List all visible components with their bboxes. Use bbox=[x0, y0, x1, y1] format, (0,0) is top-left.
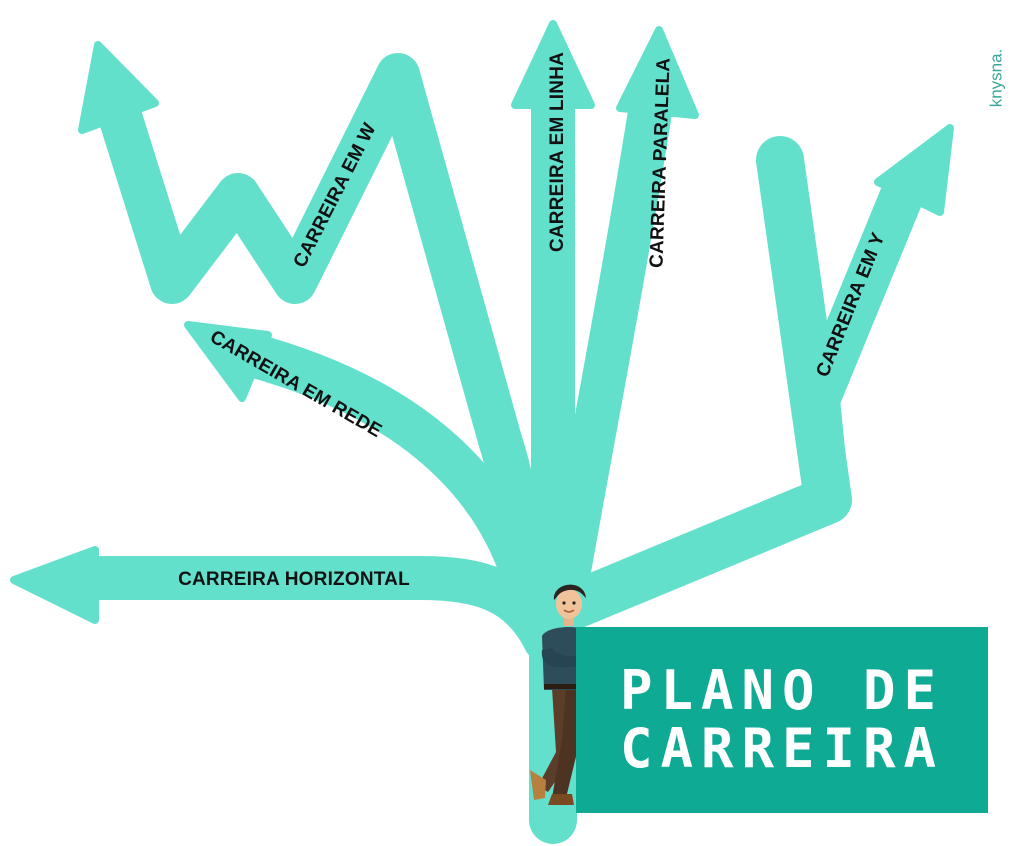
y-arrow-side bbox=[796, 166, 927, 522]
person-left-eye bbox=[562, 601, 566, 605]
label-carreira-horizontal: CARREIRA HORIZONTAL bbox=[178, 569, 410, 590]
person-hair bbox=[553, 584, 586, 600]
person-right-shoe bbox=[548, 794, 574, 805]
person-face bbox=[556, 589, 582, 619]
person-smile bbox=[563, 609, 575, 613]
label-carreira-em-linha: CARREIRA EM LINHA bbox=[547, 52, 568, 252]
title-box: PLANO DE CARREIRA bbox=[576, 627, 988, 813]
person-left-shoe bbox=[530, 770, 546, 800]
w-arrow-head bbox=[78, 41, 159, 134]
horizontal-arrow-head bbox=[10, 546, 99, 624]
title-line-2: CARREIRA bbox=[619, 717, 945, 780]
brand-text: knysna. bbox=[986, 48, 1005, 108]
person-neck bbox=[564, 614, 574, 626]
brand-watermark: knysna. bbox=[984, 38, 1008, 118]
paralela-arrow-head bbox=[616, 26, 699, 119]
linha-arrow-head bbox=[511, 20, 595, 109]
y-arrow-head bbox=[874, 124, 954, 216]
w-arrow-shaft bbox=[96, 53, 562, 632]
paralela-arrow-shaft bbox=[540, 78, 674, 632]
horizontal-arrow-shaft bbox=[68, 556, 567, 662]
person-belt bbox=[544, 684, 596, 689]
rede-arrow-shaft bbox=[218, 330, 552, 622]
rede-arrow-head bbox=[184, 321, 272, 402]
title-line-1: PLANO DE bbox=[619, 659, 945, 722]
person-right-eye bbox=[572, 601, 576, 605]
